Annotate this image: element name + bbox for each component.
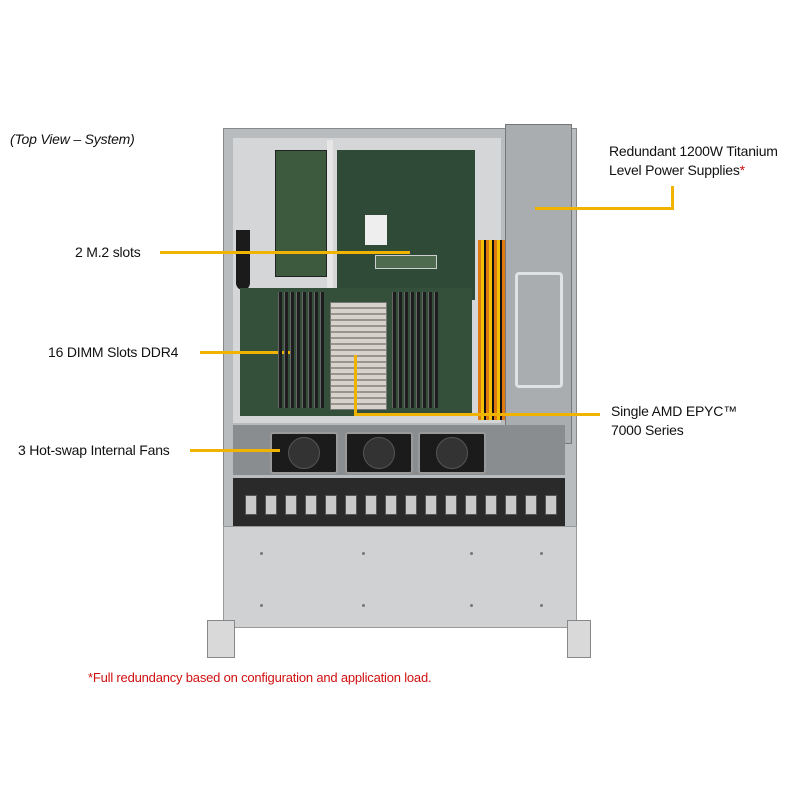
riser-card — [275, 150, 327, 277]
footnote: *Full redundancy based on configuration … — [88, 670, 432, 685]
motherboard-upper — [337, 150, 475, 300]
fan-3 — [418, 432, 486, 474]
cpu-callout-line-h — [354, 413, 600, 416]
riser-bracket — [327, 140, 333, 300]
backplane-connector — [385, 495, 397, 515]
fans-callout-line — [190, 449, 280, 452]
asterisk: * — [739, 162, 745, 178]
right-handle — [567, 620, 591, 658]
left-handle — [207, 620, 235, 658]
dimm-slot — [404, 292, 408, 408]
dimm-slot — [302, 292, 306, 408]
dimm-slot — [284, 292, 288, 408]
psu-cables — [478, 240, 506, 420]
fans-label: 3 Hot-swap Internal Fans — [18, 442, 170, 458]
screw-hole — [260, 604, 263, 607]
cpu-callout-line-v — [354, 355, 357, 415]
screw-hole — [540, 552, 543, 555]
dimm-slot — [416, 292, 420, 408]
backplane-connector — [245, 495, 257, 515]
dimm-label: 16 DIMM Slots DDR4 — [48, 344, 179, 360]
view-label: (Top View – System) — [10, 131, 135, 147]
fan-1 — [270, 432, 338, 474]
backplane-connector — [405, 495, 417, 515]
dimm-slot — [320, 292, 324, 408]
dimm-slot — [290, 292, 294, 408]
screw-hole — [470, 552, 473, 555]
backplane-connector — [285, 495, 297, 515]
psu-label-line2: Level Power Supplies* — [609, 161, 745, 180]
screw-hole — [362, 552, 365, 555]
backplane-connector — [545, 495, 557, 515]
dimm-slot — [308, 292, 312, 408]
dimm-callout-line — [200, 351, 290, 354]
dimm-slot — [434, 292, 438, 408]
psu-label-line1: Redundant 1200W Titanium — [609, 143, 778, 159]
fan-2 — [345, 432, 413, 474]
backplane-connector — [345, 495, 357, 515]
drive-bay-front — [223, 526, 577, 628]
backplane-connector — [485, 495, 497, 515]
cpu-label-line1: Single AMD EPYC™ — [611, 403, 737, 419]
cable-bundle — [236, 230, 250, 290]
psu-callout-line-h — [535, 207, 674, 210]
backplane-connector — [505, 495, 517, 515]
backplane-connector — [265, 495, 277, 515]
psu-callout-line-v — [671, 186, 674, 210]
backplane-connector — [305, 495, 317, 515]
backplane-connector — [365, 495, 377, 515]
m2-callout-line — [160, 251, 410, 254]
cpu-label-line2: 7000 Series — [611, 422, 684, 438]
backplane-connector — [525, 495, 537, 515]
screw-hole — [540, 604, 543, 607]
dimm-slot — [398, 292, 402, 408]
backplane-connector — [425, 495, 437, 515]
dimm-slot — [428, 292, 432, 408]
backplane-connector — [445, 495, 457, 515]
screw-hole — [260, 552, 263, 555]
m2-label: 2 M.2 slots — [75, 244, 141, 260]
dimm-slot — [278, 292, 282, 408]
backplane-connector — [465, 495, 477, 515]
screw-hole — [362, 604, 365, 607]
dimm-slot — [392, 292, 396, 408]
chip — [365, 215, 387, 245]
screw-hole — [470, 604, 473, 607]
m2-module — [375, 255, 437, 269]
backplane-connector — [325, 495, 337, 515]
dimm-slot — [410, 292, 414, 408]
dimm-slot — [422, 292, 426, 408]
cpu-heatsink — [330, 302, 387, 410]
psu-label-text: Level Power Supplies — [609, 162, 740, 178]
dimm-slot — [314, 292, 318, 408]
dimm-slot — [296, 292, 300, 408]
psu-vent — [515, 272, 563, 388]
